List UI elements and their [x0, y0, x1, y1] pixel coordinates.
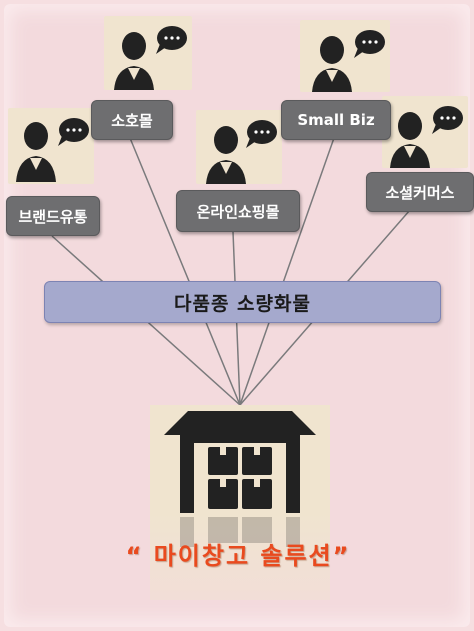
warehouse-icon: [164, 411, 316, 547]
channel-label-social: 소셜커머스: [366, 172, 474, 212]
persona-soho-icon: [104, 16, 192, 90]
solution-title: “ 마이창고 솔루션”: [125, 541, 351, 570]
persona-social-icon: [382, 96, 468, 168]
persona-smallbiz-icon: [300, 20, 390, 92]
line-soho: [129, 137, 241, 406]
channel-label-online: 온라인쇼핑몰: [176, 190, 300, 232]
persona-online-icon: [196, 110, 282, 184]
channel-label-smallbiz: Small Biz: [281, 100, 391, 140]
product-band: 다품종 소량화물: [44, 281, 441, 323]
channel-label-brand: 브랜드유통: [6, 196, 100, 236]
channel-label-soho: 소호몰: [91, 100, 173, 140]
line-smallbiz: [239, 137, 335, 406]
persona-brand-icon: [8, 108, 94, 184]
